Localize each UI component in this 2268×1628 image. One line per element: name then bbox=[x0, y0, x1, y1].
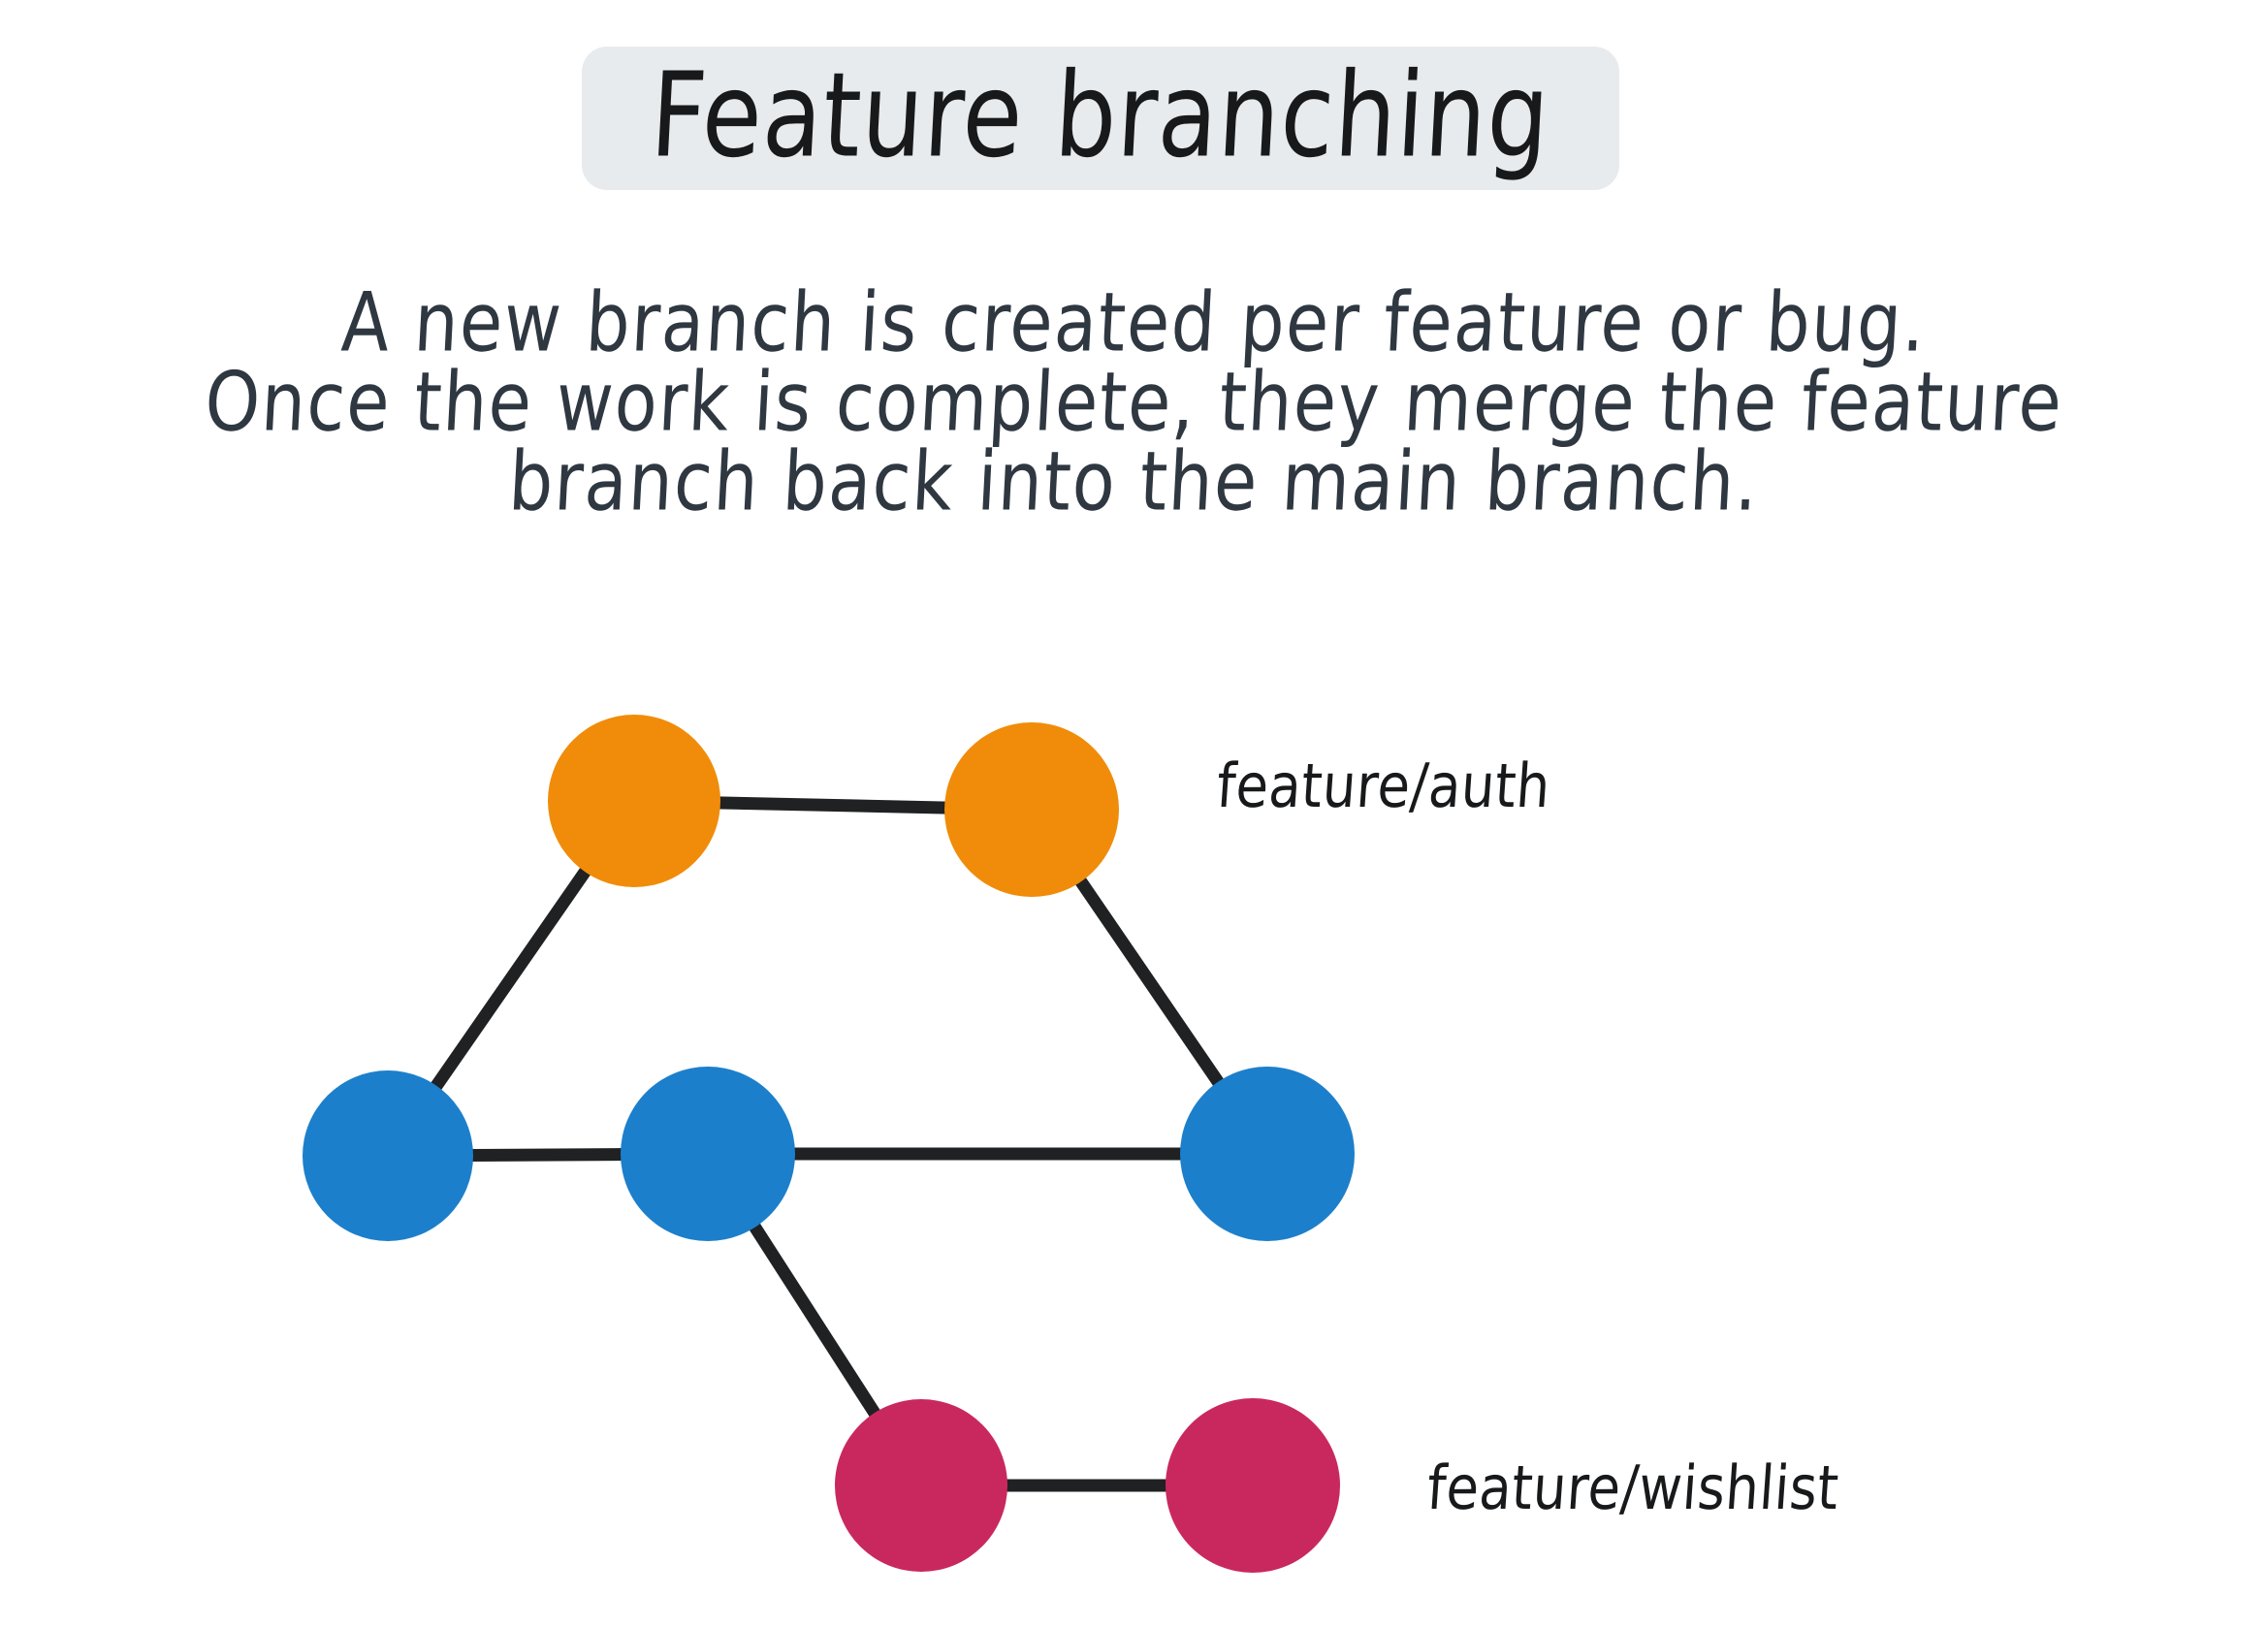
graph-edge bbox=[428, 862, 594, 1096]
commit-node-auth-1[interactable] bbox=[548, 715, 720, 887]
graph-edge bbox=[1072, 872, 1227, 1092]
description-text: A new branch is created per feature or b… bbox=[0, 275, 2268, 529]
branch-label-feature-wishlist: feature/wishlist bbox=[1424, 1453, 1841, 1524]
edge-layer bbox=[428, 796, 1227, 1492]
graph-edge bbox=[463, 1148, 631, 1162]
node-layer bbox=[303, 715, 1355, 1573]
commit-node-main-1[interactable] bbox=[303, 1070, 473, 1241]
commit-node-main-2[interactable] bbox=[621, 1067, 795, 1241]
graph-edge bbox=[710, 796, 955, 814]
branch-label-feature-auth: feature/auth bbox=[1214, 751, 1553, 822]
commit-node-wishlist-1[interactable] bbox=[835, 1399, 1007, 1572]
page-title: Feature branching bbox=[648, 46, 1554, 184]
commit-node-main-3[interactable] bbox=[1180, 1067, 1355, 1241]
description-line-3: branch back into the main branch. bbox=[506, 433, 1762, 530]
commit-node-auth-2[interactable] bbox=[944, 722, 1119, 897]
commit-node-wishlist-2[interactable] bbox=[1166, 1398, 1340, 1573]
graph-edge bbox=[747, 1217, 883, 1423]
page-title-banner: Feature branching bbox=[582, 47, 1619, 190]
